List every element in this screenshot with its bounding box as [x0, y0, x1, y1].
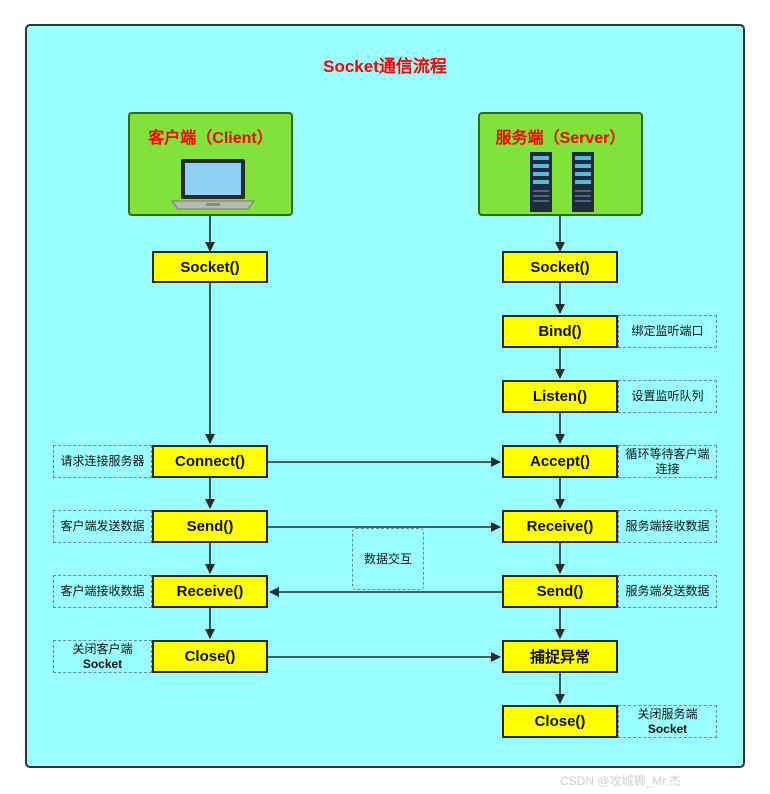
- server-receive-step: Receive(): [502, 510, 618, 543]
- server-role-label: 服务端（Server）: [495, 130, 626, 147]
- client-receive-note: 客户端接收数据: [53, 575, 152, 608]
- server-bind-step: Bind(): [502, 315, 618, 348]
- client-connect-note: 请求连接服务器: [53, 445, 152, 478]
- client-close-note-line1: 关闭客户端: [72, 641, 133, 656]
- client-socket-step: Socket(): [152, 251, 268, 283]
- client-send-note: 客户端发送数据: [53, 510, 152, 543]
- server-accept-note-line2: 连接: [655, 461, 680, 476]
- client-close-note-line2: Socket: [82, 656, 123, 671]
- server-close-step: Close(): [502, 705, 618, 738]
- server-accept-note: 循环等待客户端 连接: [618, 445, 717, 478]
- server-catch-exception-step: 捕捉异常: [502, 640, 618, 673]
- server-close-note: 关闭服务端 Socket: [618, 705, 717, 738]
- client-role-label: 客户端（Client）: [148, 130, 273, 147]
- server-accept-note-line1: 循环等待客户端: [625, 446, 710, 461]
- server-socket-step: Socket(): [502, 251, 618, 283]
- server-send-note: 服务端发送数据: [618, 575, 717, 608]
- client-send-step: Send(): [152, 510, 268, 543]
- server-bind-note: 绑定监听端口: [618, 315, 717, 348]
- server-rack-icon: [530, 152, 594, 212]
- server-accept-step: Accept(): [502, 445, 618, 478]
- watermark: CSDN @攻城狮_Mr.杰: [560, 774, 681, 788]
- client-close-note: 关闭客户端 Socket: [53, 640, 152, 673]
- server-close-note-line1: 关闭服务端: [637, 706, 698, 721]
- diagram-title: Socket通信流程: [323, 57, 447, 76]
- server-listen-note: 设置监听队列: [618, 380, 717, 413]
- client-role-box: 客户端（Client）: [128, 112, 293, 216]
- laptop-icon: [171, 159, 255, 210]
- client-connect-step: Connect(): [152, 445, 268, 478]
- client-receive-step: Receive(): [152, 575, 268, 608]
- client-close-step: Close(): [152, 640, 268, 673]
- server-send-step: Send(): [502, 575, 618, 608]
- server-receive-note: 服务端接收数据: [618, 510, 717, 543]
- data-exchange-note: 数据交互: [352, 528, 424, 590]
- server-role-box: 服务端（Server）: [478, 112, 643, 216]
- server-close-note-line2: Socket: [647, 721, 688, 736]
- server-listen-step: Listen(): [502, 380, 618, 413]
